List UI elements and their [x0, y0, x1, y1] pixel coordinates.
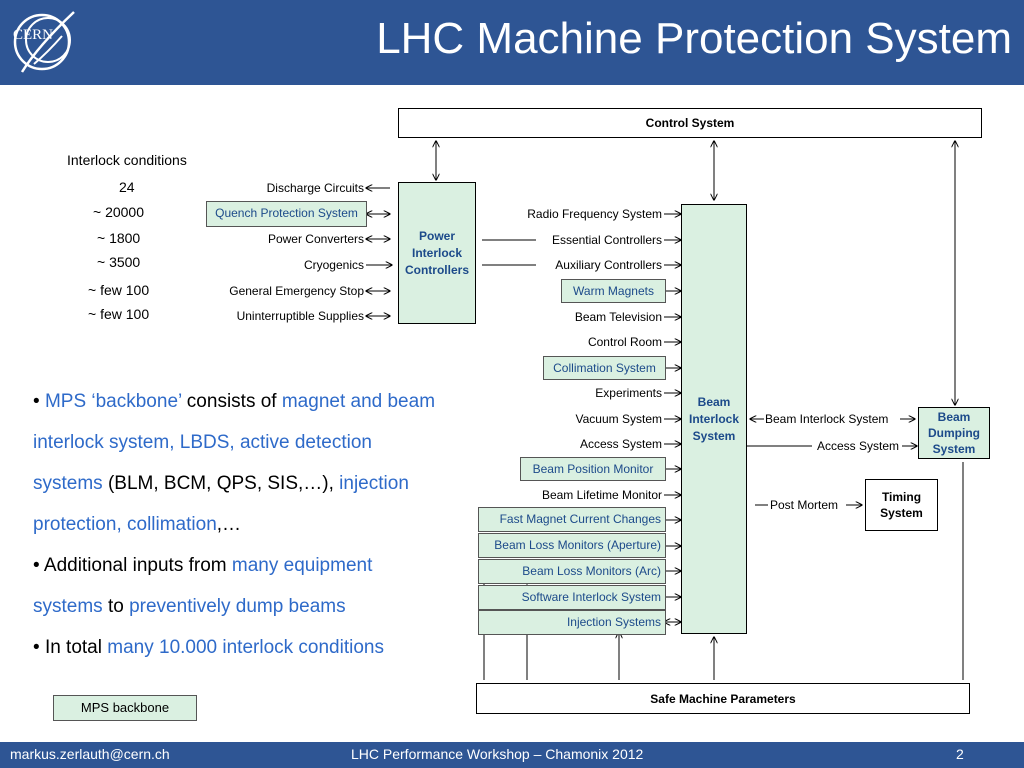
pic-line-3: Controllers	[404, 262, 469, 277]
bullet-text: consists of	[181, 391, 282, 412]
beam-dumping-system-box: Beam Dumping System	[918, 407, 990, 459]
bullet-highlight: many 10.000 interlock conditions	[107, 637, 384, 658]
footer-email: markus.zerlauth@cern.ch	[10, 746, 170, 762]
bis-input-label: Beam Loss Monitors (Aperture)	[494, 538, 661, 552]
power-interlock-controllers-box: Power Interlock Controllers	[398, 182, 476, 324]
bis-input-label: Beam Lifetime Monitor	[541, 488, 662, 502]
slide-title: LHC Machine Protection System	[376, 14, 1012, 63]
bullet-list: • MPS ‘backbone’ consists of magnet and …	[33, 381, 443, 668]
bis-input-label: Essential Controllers	[551, 233, 662, 247]
bis-input-backbone: Beam Position Monitor	[520, 457, 666, 481]
bullet-highlight: preventively dump beams	[129, 596, 346, 617]
footer-event: LHC Performance Workshop – Chamonix 2012	[351, 746, 644, 762]
bis-line-3: System	[692, 428, 736, 443]
bis-input-label: Injection Systems	[566, 615, 661, 629]
bullet-text: In total	[44, 637, 108, 658]
condition-count: ~ 1800	[97, 230, 141, 246]
bis-input-label: Experiments	[595, 386, 662, 400]
safe-machine-parameters-box: Safe Machine Parameters	[476, 683, 970, 714]
bullet-item: • In total many 10.000 interlock conditi…	[33, 637, 384, 658]
bis-input-label: Beam Loss Monitors (Arc)	[522, 564, 661, 578]
pic-line-1: Power	[418, 228, 455, 243]
left-input-label: Uninterruptible Supplies	[236, 309, 364, 323]
bis-input-backbone: Collimation System	[543, 356, 666, 380]
beam-interlock-system-box: Beam Interlock System	[681, 204, 747, 634]
interlock-conditions-header: Interlock conditions	[67, 152, 187, 168]
bis-input-backbone: Beam Loss Monitors (Aperture)	[478, 533, 666, 558]
bis-input-label: Auxiliary Controllers	[555, 258, 662, 272]
bis-input-label: Fast Magnet Current Changes	[499, 512, 661, 526]
bullet-text: (BLM, BCM, QPS, SIS,…),	[102, 473, 340, 494]
bis-input-backbone: Injection Systems	[478, 610, 666, 635]
bullet-text: to	[102, 596, 130, 617]
bis-input-label: Collimation System	[553, 361, 656, 375]
control-system-box: Control System	[398, 108, 982, 138]
left-input-label: Power Converters	[267, 232, 364, 246]
condition-count: ~ few 100	[88, 282, 150, 298]
timing-line-2: System	[880, 506, 923, 520]
condition-count: ~ 3500	[97, 254, 141, 270]
bis-input-backbone: Warm Magnets	[561, 279, 666, 303]
left-input-label: General Emergency Stop	[229, 284, 364, 298]
bis-input-backbone: Software Interlock System	[478, 585, 666, 610]
lbds-line-2: Dumping	[928, 426, 980, 440]
bullet-text: Additional inputs from	[43, 555, 232, 576]
left-input-label: Quench Protection System	[215, 206, 358, 220]
bis-input-label: Radio Frequency System	[527, 207, 662, 221]
bullet-item: • Additional inputs from many equipment …	[33, 555, 373, 617]
bullet-highlight: many equipment systems	[33, 555, 373, 617]
bis-input-label: Access System	[579, 437, 662, 451]
left-input-label: Cryogenics	[303, 258, 364, 272]
slide-footer: markus.zerlauth@cern.ch LHC Performance …	[0, 742, 1024, 768]
bis-input-label: Software Interlock System	[521, 590, 661, 604]
logo-text: CERN	[13, 27, 54, 43]
condition-count: ~ few 100	[88, 306, 150, 322]
left-input-label-backbone: Quench Protection System	[206, 201, 367, 227]
mps-backbone-legend: MPS backbone	[53, 695, 197, 721]
page-number: 2	[956, 746, 964, 762]
bis-input-label: Control Room	[587, 335, 662, 349]
slide-header: CERN LHC Machine Protection System	[0, 0, 1024, 85]
bullet-highlight: magnet and beam interlock system, LBDS, …	[33, 391, 436, 494]
left-input-label: Discharge Circuits	[266, 181, 364, 195]
bis-input-backbone: Beam Loss Monitors (Arc)	[478, 559, 666, 584]
bullet-text: ,…	[216, 514, 242, 535]
access-system-output-label: Access System	[817, 439, 900, 453]
bis-line-1: Beam	[697, 394, 731, 409]
lbds-line-3: System	[932, 442, 976, 456]
bis-input-label: Vacuum System	[575, 412, 662, 426]
bis-input-label: Beam Television	[574, 310, 662, 324]
bis-input-label: Beam Position Monitor	[532, 462, 654, 476]
lbds-line-1: Beam	[937, 410, 971, 424]
bis-line-2: Interlock	[688, 411, 739, 426]
condition-count: ~ 20000	[93, 204, 144, 220]
timing-line-1: Timing	[881, 490, 922, 504]
bis-input-backbone: Fast Magnet Current Changes	[478, 507, 666, 532]
pic-line-2: Interlock	[411, 245, 462, 260]
cern-logo-icon	[13, 11, 75, 73]
condition-count: 24	[119, 179, 135, 195]
bis-input-label: Warm Magnets	[573, 284, 654, 298]
bullet-highlight: injection protection, collimation	[33, 473, 409, 535]
bullet-item: • MPS ‘backbone’ consists of magnet and …	[33, 391, 436, 535]
post-mortem-label: Post Mortem	[770, 498, 839, 512]
bullet-highlight: MPS ‘backbone’	[44, 391, 182, 412]
timing-system-box: Timing System	[865, 479, 938, 531]
bis-link-label: Beam Interlock System	[765, 412, 889, 426]
